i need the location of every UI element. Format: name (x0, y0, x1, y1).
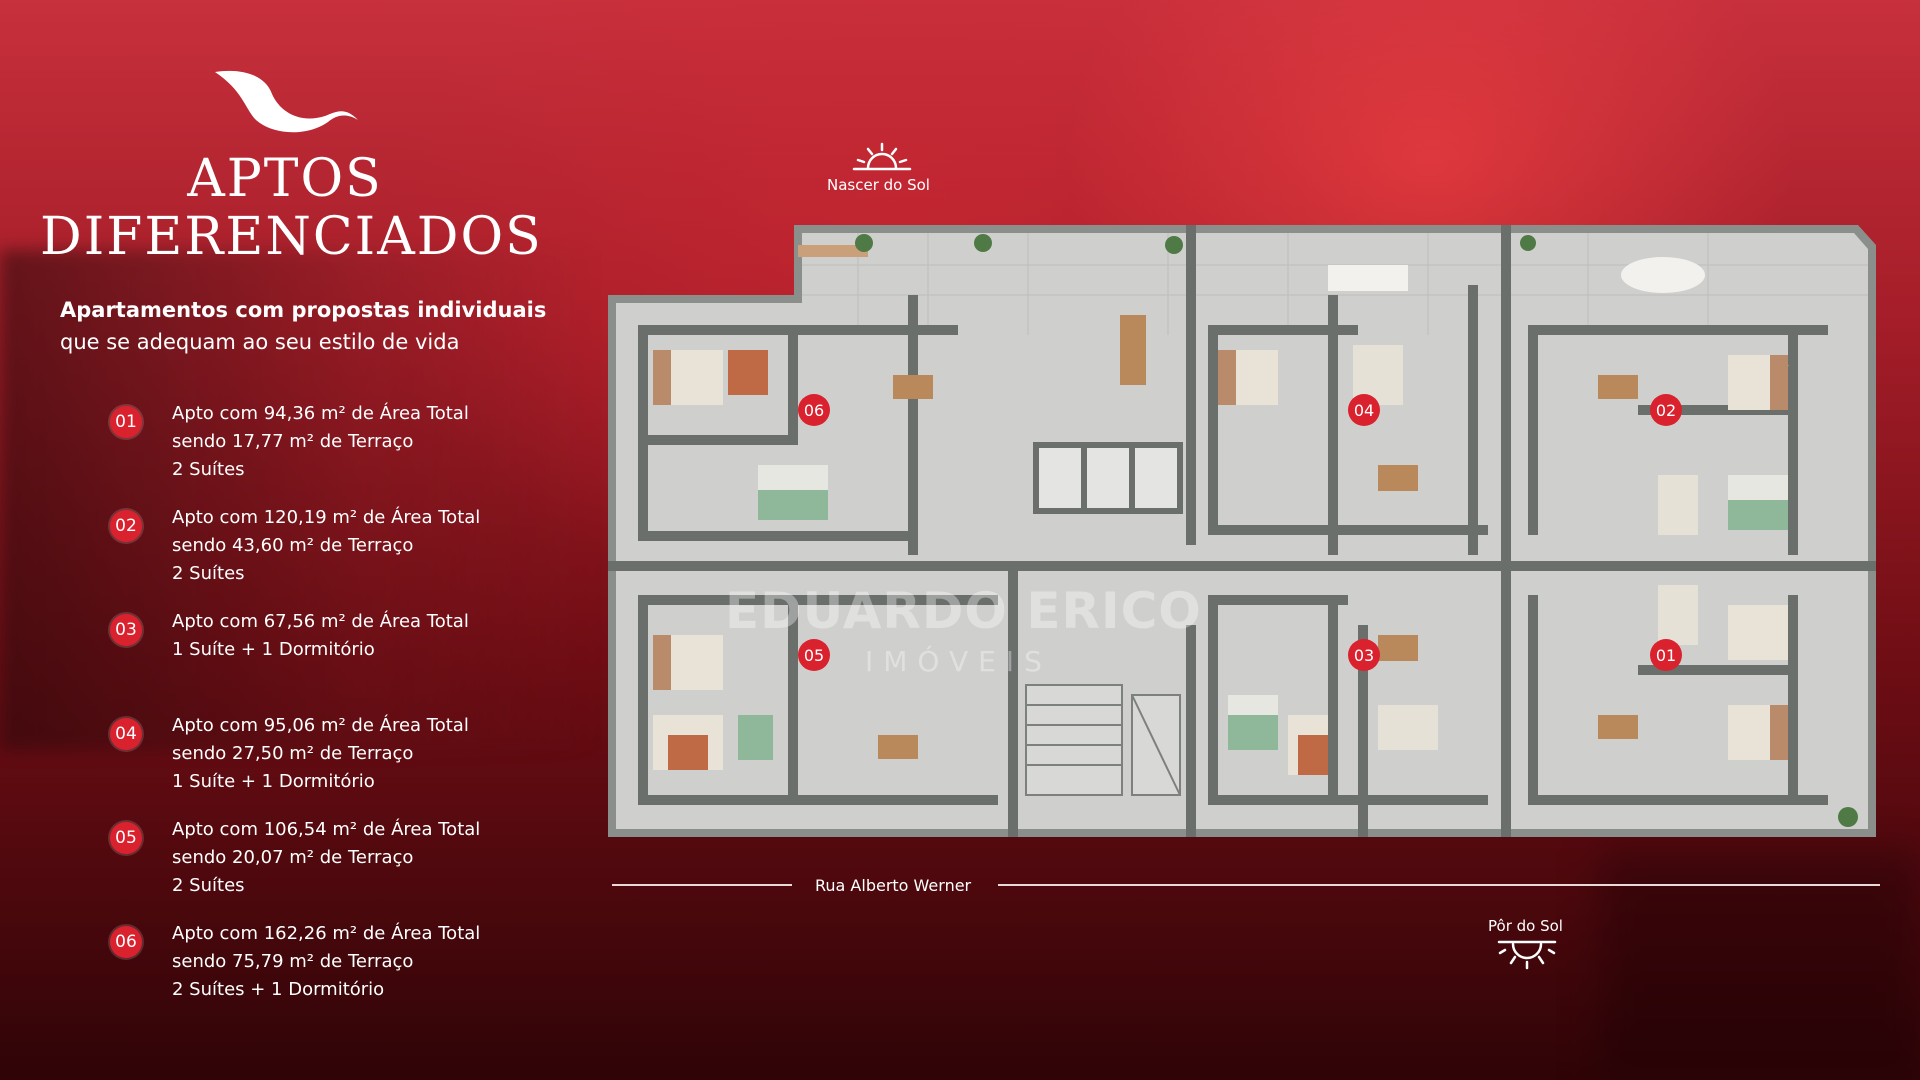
subtitle-line-1: Apartamentos com propostas individuais (60, 298, 547, 322)
page-title: APTOS DIFERENCIADOS (40, 149, 541, 266)
apartment-line: 2 Suítes (172, 875, 245, 896)
street-line-left (612, 884, 792, 886)
apartment-description: Apto com 94,36 m² de Área Total sendo 17… (172, 400, 469, 484)
apartment-description: Apto com 95,06 m² de Área Total sendo 27… (172, 712, 469, 796)
title-line-1: APTOS (187, 149, 383, 209)
street-label: Rua Alberto Werner (815, 876, 972, 895)
stairs (1025, 684, 1181, 796)
apartment-badge: 03 (110, 614, 142, 646)
unit-badge-label: 03 (1354, 646, 1374, 665)
apartment-badge: 02 (110, 510, 142, 542)
subtitle-line-2: que se adequam ao seu estilo de vida (60, 330, 460, 354)
apartment-line: sendo 75,79 m² de Terraço (172, 951, 414, 972)
unit-badge-02: 02 (1650, 394, 1682, 426)
apartment-line: Apto com 120,19 m² de Área Total (172, 507, 481, 528)
apartment-badge: 05 (110, 822, 142, 854)
apartment-line: Apto com 162,26 m² de Área Total (172, 923, 481, 944)
apartment-line: 2 Suítes (172, 563, 245, 584)
unit-badge-label: 05 (804, 646, 824, 665)
unit-badge-label: 02 (1656, 401, 1676, 420)
apartment-line: Apto com 94,36 m² de Área Total (172, 403, 469, 424)
floor-plan (608, 225, 1876, 837)
unit-badge-01: 01 (1650, 639, 1682, 671)
apartment-badge: 04 (110, 718, 142, 750)
apartment-description: Apto com 120,19 m² de Área Total sendo 4… (172, 504, 480, 588)
sunrise-icon (852, 142, 912, 171)
bird-icon (215, 70, 358, 133)
unit-badge-04: 04 (1348, 394, 1380, 426)
apartment-line: sendo 17,77 m² de Terraço (172, 431, 414, 452)
apartment-badge: 06 (110, 926, 142, 958)
apartment-line: 1 Suíte + 1 Dormitório (172, 639, 375, 660)
street-line-right (998, 884, 1880, 886)
sunrise-label: Nascer do Sol (827, 176, 930, 194)
apartment-line: sendo 43,60 m² de Terraço (172, 535, 414, 556)
watermark: EDUARDO ERICO (725, 582, 1202, 640)
apartment-line: 2 Suítes + 1 Dormitório (172, 979, 385, 1000)
apartment-description: Apto com 106,54 m² de Área Total sendo 2… (172, 816, 480, 900)
background-blur (0, 250, 600, 750)
apartment-line: sendo 20,07 m² de Terraço (172, 847, 414, 868)
apartment-line: Apto com 95,06 m² de Área Total (172, 715, 469, 736)
background-blur-2 (1600, 850, 1920, 1080)
plants (855, 234, 1858, 827)
sunset-label: Pôr do Sol (1488, 917, 1563, 935)
apartment-line: sendo 27,50 m² de Terraço (172, 743, 414, 764)
unit-badge-label: 01 (1656, 646, 1676, 665)
unit-badge-label: 06 (804, 401, 824, 420)
elevator-core (1033, 442, 1183, 514)
watermark-subtitle: IMÓVEIS (865, 645, 1052, 678)
apartment-badge: 01 (110, 406, 142, 438)
apartment-line: Apto com 106,54 m² de Área Total (172, 819, 481, 840)
title-line-2: DIFERENCIADOS (40, 207, 543, 267)
furniture (653, 245, 1789, 775)
apartment-description: Apto com 162,26 m² de Área Total sendo 7… (172, 920, 480, 1004)
unit-badge-label: 04 (1354, 401, 1374, 420)
unit-badge-03: 03 (1348, 639, 1380, 671)
apartment-description: Apto com 67,56 m² de Área Total 1 Suíte … (172, 608, 469, 664)
unit-badge-05: 05 (798, 639, 830, 671)
apartment-line: 2 Suítes (172, 459, 245, 480)
apartment-line: 1 Suíte + 1 Dormitório (172, 771, 375, 792)
sunset-icon (1497, 940, 1557, 970)
apartment-line: Apto com 67,56 m² de Área Total (172, 611, 469, 632)
plan-walls (608, 225, 1876, 837)
subtitle: Apartamentos com propostas individuais q… (60, 294, 580, 358)
unit-badge-06: 06 (798, 394, 830, 426)
